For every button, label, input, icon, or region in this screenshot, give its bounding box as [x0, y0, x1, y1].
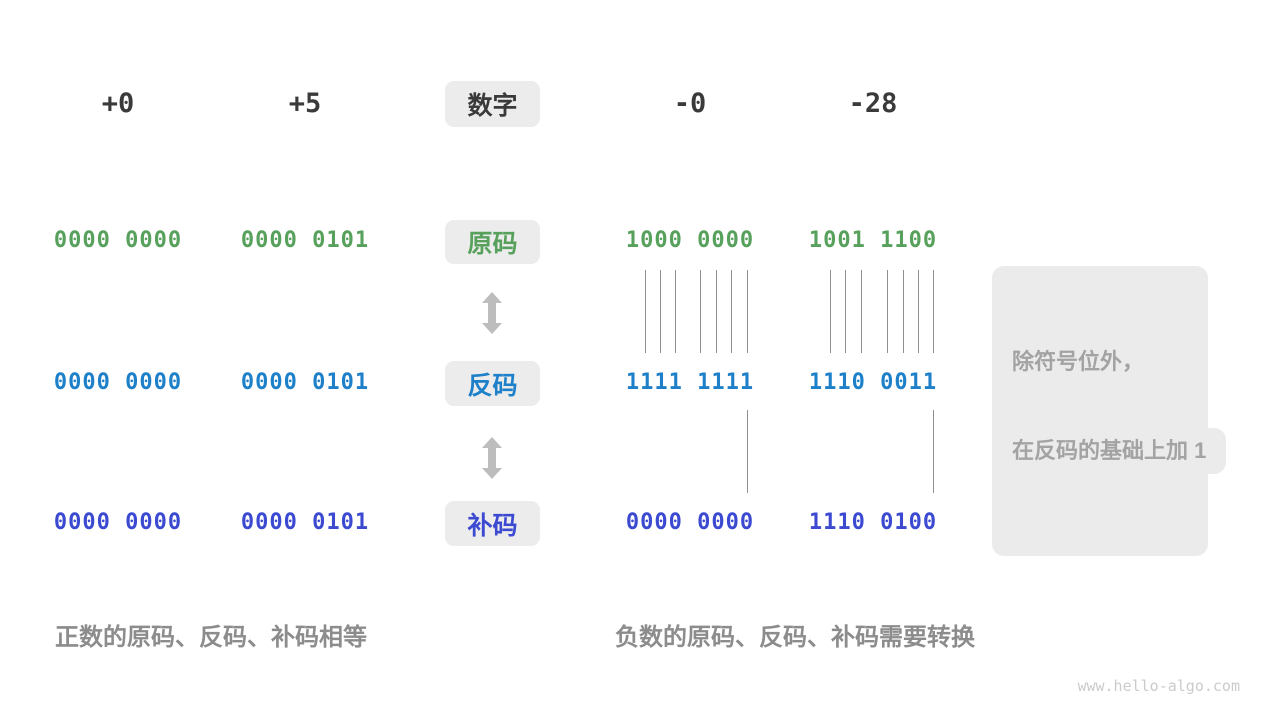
- caption-positive: 正数的原码、反码、补码相等: [55, 624, 367, 651]
- updown-arrow-icon: [482, 292, 502, 334]
- watermark: www.hello-algo.com: [1077, 677, 1240, 695]
- bit-flip-line: [861, 270, 862, 353]
- header-badge-number: 数字: [445, 81, 540, 127]
- bit-flip-line: [747, 270, 748, 353]
- binary-ones-complement-plus5: 0000 0101: [240, 370, 370, 395]
- binary-ones-complement-minus28: 1110 0011: [808, 370, 938, 395]
- bit-flip-line: [933, 270, 934, 353]
- binary-ones-complement-minus0: 1111 1111: [625, 370, 755, 395]
- bit-flip-line: [700, 270, 701, 353]
- number-label-plus5: +5: [288, 88, 322, 119]
- bit-flip-line: [887, 270, 888, 353]
- number-label-minus0: -0: [673, 88, 707, 119]
- binary-twos-complement-plus0: 0000 0000: [53, 510, 183, 535]
- number-label-minus28: -28: [848, 88, 898, 119]
- flip-note-line1: 除符号位外，: [1012, 349, 1145, 374]
- bit-flip-line: [830, 270, 831, 353]
- bit-flip-line: [845, 270, 846, 353]
- number-label-plus0: +0: [101, 88, 135, 119]
- bit-flip-line: [731, 270, 732, 353]
- binary-twos-complement-minus28: 1110 0100: [808, 510, 938, 535]
- bit-flip-line: [903, 270, 904, 353]
- binary-twos-complement-plus5: 0000 0101: [240, 510, 370, 535]
- updown-arrow-icon: [482, 437, 502, 479]
- bit-flip-line: [716, 270, 717, 353]
- row-badge-ones-complement: 反码: [445, 361, 540, 406]
- binary-sign-magnitude-plus5: 0000 0101: [240, 228, 370, 253]
- add-one-note-badge: 在反码的基础上加 1: [992, 428, 1227, 474]
- add-one-line: [933, 410, 934, 493]
- binary-sign-magnitude-minus0: 1000 0000: [625, 228, 755, 253]
- binary-twos-complement-minus0: 0000 0000: [625, 510, 755, 535]
- bit-flip-line: [918, 270, 919, 353]
- bit-flip-line: [675, 270, 676, 353]
- binary-ones-complement-plus0: 0000 0000: [53, 370, 183, 395]
- binary-sign-magnitude-minus28: 1001 1100: [808, 228, 938, 253]
- add-one-line: [747, 410, 748, 493]
- row-badge-twos-complement: 补码: [445, 501, 540, 546]
- row-badge-sign-magnitude: 原码: [445, 220, 540, 264]
- bit-flip-line: [645, 270, 646, 353]
- caption-negative: 负数的原码、反码、补码需要转换: [615, 624, 975, 651]
- flip-note-badge: 除符号位外， 对其余所有位取反: [992, 266, 1209, 556]
- binary-sign-magnitude-plus0: 0000 0000: [53, 228, 183, 253]
- bit-flip-line: [660, 270, 661, 353]
